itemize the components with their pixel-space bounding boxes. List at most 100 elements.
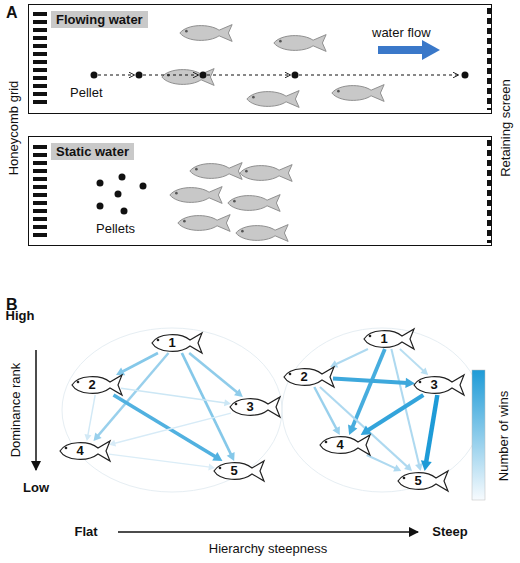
fish-node: 1 — [362, 326, 416, 352]
axis-label: Steep — [432, 525, 467, 540]
arrow-head — [348, 425, 357, 435]
legend-title: Number of wins — [497, 391, 512, 481]
fish-school — [170, 163, 292, 242]
color-bar — [472, 370, 485, 500]
arrow-head — [227, 452, 235, 461]
win-arrow — [421, 395, 437, 471]
fish-node: 2 — [282, 364, 336, 390]
arrow-head — [405, 378, 415, 388]
arrow-head — [420, 367, 428, 375]
water-tank: Static water — [28, 136, 492, 246]
fish-icon — [282, 364, 336, 390]
arrow-line — [320, 387, 408, 467]
fish-node: 4 — [318, 432, 372, 458]
arrow-line — [114, 413, 231, 443]
flow-arrow — [378, 40, 440, 60]
pellet-path — [91, 72, 469, 79]
arrow-head — [415, 463, 423, 471]
fish-icon — [58, 438, 112, 464]
arrow-head — [361, 425, 372, 435]
win-arrow — [320, 387, 412, 471]
win-arrow — [94, 353, 169, 441]
fish-node: 5 — [396, 468, 450, 494]
rank-number: 4 — [330, 437, 350, 453]
fish-node: 1 — [150, 330, 204, 356]
arrow-head — [234, 389, 243, 397]
arrow-head — [94, 433, 102, 441]
win-arrow — [114, 395, 223, 461]
grid-label: Honeycomb grid — [7, 81, 22, 176]
arrow-line — [88, 395, 95, 436]
fish-icon — [318, 432, 372, 458]
fish-icon — [412, 372, 466, 398]
rank-number: 1 — [162, 335, 182, 351]
arrow-head — [224, 399, 231, 406]
rank-number: 3 — [424, 377, 444, 393]
win-arrow — [330, 349, 368, 367]
retaining-screen — [487, 8, 491, 243]
arrow-line — [352, 349, 385, 428]
fish-school — [162, 25, 384, 108]
network-ring — [282, 328, 482, 492]
arrow-line — [367, 395, 423, 431]
win-arrow — [400, 349, 428, 375]
axis-title: Dominance rank — [9, 363, 24, 458]
pellet-label: Pellet — [70, 86, 103, 101]
rank-number: 1 — [374, 331, 394, 347]
fish-icon — [228, 394, 282, 420]
arrow-line — [114, 395, 217, 457]
fish-icon — [396, 468, 450, 494]
axis-label: High — [6, 309, 35, 324]
win-arrow — [84, 395, 95, 441]
win-arrow — [121, 388, 231, 406]
axis-label: Low — [23, 481, 49, 496]
fish-node: 3 — [412, 372, 466, 398]
arrow-head — [212, 452, 222, 461]
honeycomb-grid — [33, 12, 47, 237]
arrow-line — [109, 454, 210, 467]
rank-number: 5 — [224, 463, 244, 479]
arrow-head — [404, 463, 412, 471]
arrow-line — [367, 455, 396, 469]
fish-node: 3 — [228, 394, 282, 420]
win-arrow — [333, 378, 415, 388]
win-arrow — [109, 413, 231, 446]
win-arrow — [189, 353, 243, 397]
arrow-line — [335, 349, 368, 365]
arrow-head — [421, 460, 432, 471]
fish-node: 4 — [58, 438, 112, 464]
arrow-line — [189, 353, 238, 393]
fish-icon — [212, 458, 266, 484]
arrow-line — [333, 378, 407, 383]
arrow-head — [84, 434, 91, 441]
tank-heading: Static water — [51, 143, 134, 160]
axis-title: Hierarchy steepness — [209, 542, 328, 557]
arrow-head — [332, 426, 339, 435]
arrow-line — [400, 349, 424, 371]
rank-number: 5 — [408, 473, 428, 489]
water-tank: Flowing water — [28, 4, 492, 114]
rank-number: 4 — [70, 443, 90, 459]
arrow-line — [121, 388, 226, 403]
rank-number: 2 — [294, 369, 314, 385]
flow-label: water flow — [372, 26, 431, 41]
arrow-head — [208, 464, 215, 471]
panel-letter: A — [6, 4, 18, 22]
axis-label: Flat — [74, 525, 97, 540]
pellet-cluster — [97, 174, 147, 215]
fish-node: 2 — [70, 372, 124, 398]
arrow-line — [426, 395, 437, 463]
win-arrow — [361, 395, 424, 435]
win-arrow — [367, 455, 402, 472]
arrow-head — [393, 464, 401, 471]
tank-heading: Flowing water — [51, 11, 148, 28]
rank-number: 3 — [240, 399, 260, 415]
rank-arrow — [35, 350, 37, 470]
arrow-line — [122, 353, 158, 372]
rank-number: 2 — [82, 377, 102, 393]
fish-icon — [70, 372, 124, 398]
screen-label: Retaining screen — [499, 79, 514, 177]
fish-icon — [150, 330, 204, 356]
arrow-head — [116, 367, 125, 375]
fish-icon — [362, 326, 416, 352]
